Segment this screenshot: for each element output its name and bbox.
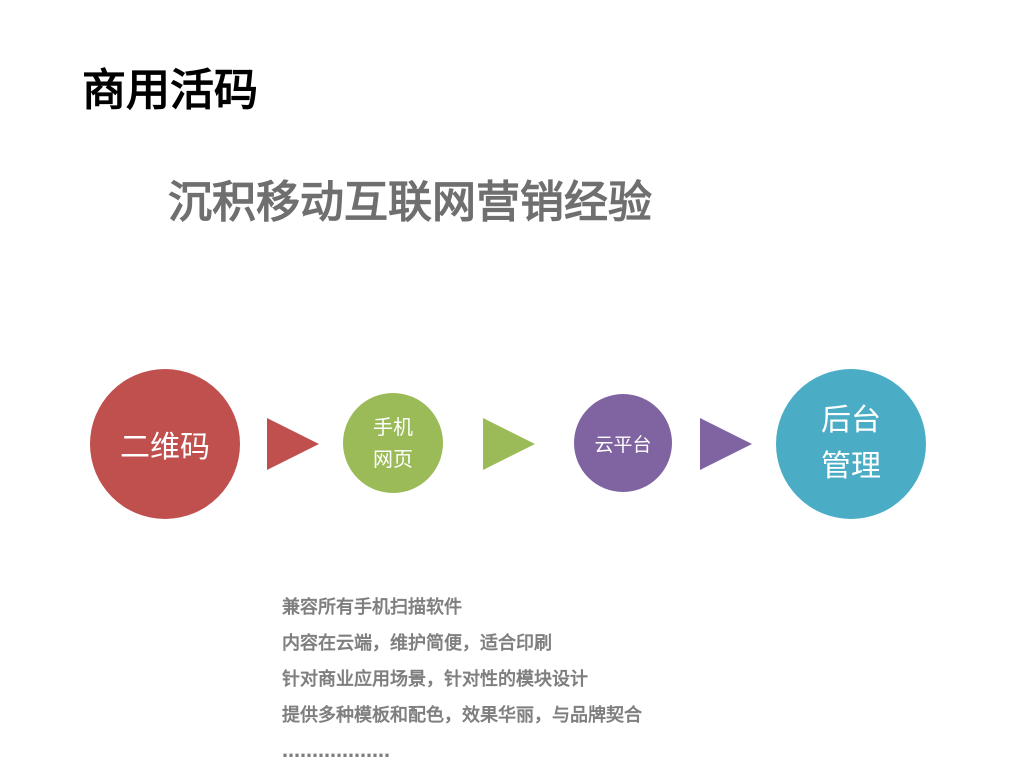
feature-item: 兼容所有手机扫描软件 (282, 597, 462, 618)
feature-item: 针对商业应用场景，针对性的模块设计 (282, 669, 588, 690)
flow-arrow-icon (267, 418, 319, 470)
slide-subtitle: 沉积移动互联网营销经验 (168, 177, 652, 228)
flow-step-label-line-2: 管理 (821, 449, 881, 484)
flow-step-label: 云平台 (594, 433, 652, 456)
flow-step-qrcode: 二维码 (90, 369, 240, 519)
flow-step-label-line-1: 后台 (821, 403, 881, 438)
feature-list: 兼容所有手机扫描软件 内容在云端，维护简便，适合印刷 针对商业应用场景，针对性的… (282, 590, 642, 770)
flow-arrow-icon (483, 418, 535, 470)
feature-item-ellipsis: ……………… (282, 741, 390, 762)
flow-step-label-line-2: 网页 (373, 447, 413, 471)
flow-step-label-line-1: 手机 (373, 415, 413, 439)
flow-step-label: 二维码 (120, 430, 210, 465)
feature-item: 内容在云端，维护简便，适合印刷 (282, 633, 552, 654)
flow-step-cloud-platform: 云平台 (574, 394, 672, 492)
flow-step-backend-management: 后台 管理 (776, 369, 926, 519)
slide-title: 商用活码 (82, 65, 258, 116)
flow-arrow-icon (700, 418, 752, 470)
feature-item: 提供多种模板和配色，效果华丽，与品牌契合 (282, 705, 642, 726)
flow-step-mobile-web: 手机 网页 (343, 393, 443, 493)
